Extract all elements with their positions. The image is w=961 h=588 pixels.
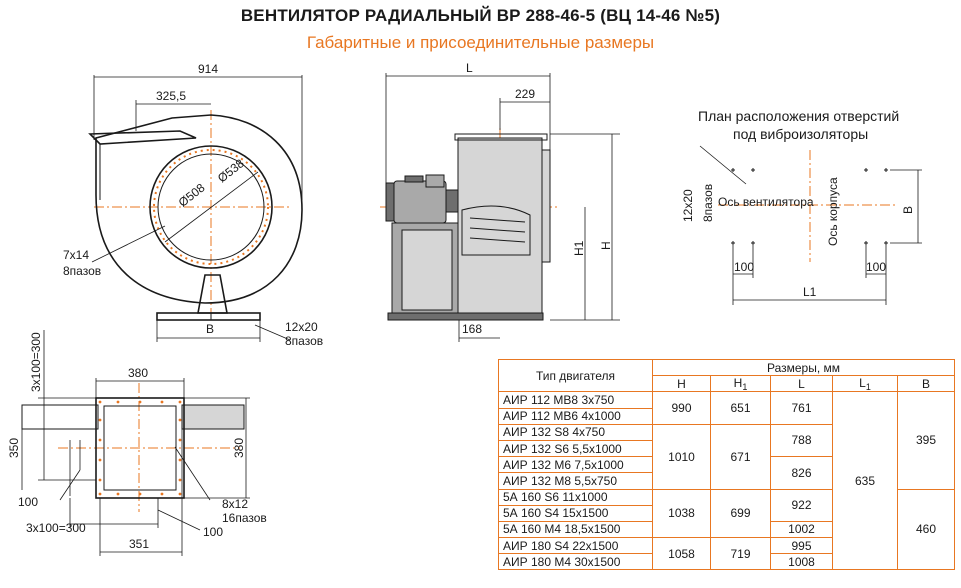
base-slots-size: 12x20 [285, 320, 318, 334]
l-cell: 922 [770, 488, 833, 522]
motor-cell: АИР 132 М8 5,5х750 [498, 472, 653, 490]
b-cell: 395 [897, 391, 955, 490]
flange-dim-351: 351 [129, 537, 149, 551]
l-cell: 995 [770, 537, 833, 555]
motor-cell: АИР 180 М4 30х1500 [498, 553, 653, 571]
l-cell: 1008 [770, 553, 833, 571]
b-cell: 460 [897, 488, 955, 571]
motor-cell: 5А 160 М4 18,5х1500 [498, 520, 653, 539]
h1-cell: 719 [710, 537, 771, 571]
flange-view: 380 3x100=300 350 380 100 3x100=300 8x12… [7, 330, 267, 556]
l-cell: 826 [770, 456, 833, 490]
motor-cell: 5А 160 S6 11х1000 [498, 488, 653, 506]
slots-count: 8пазов [63, 264, 101, 278]
l-cell: 761 [770, 391, 833, 425]
h1-cell: 651 [710, 391, 771, 425]
motor-cell: АИР 112 МВ8 3х750 [498, 391, 653, 409]
l-cell: 1002 [770, 520, 833, 539]
col-header-l: L [770, 375, 833, 393]
plan-view: План расположения отверстий под виброизо… [681, 108, 922, 305]
h-cell: 1038 [652, 488, 711, 539]
h1-cell: 671 [710, 423, 771, 490]
col-header-group: Размеры, мм [652, 358, 955, 377]
motor-cell: АИР 180 S4 22х1500 [498, 537, 653, 555]
col-header-b: B [897, 375, 955, 393]
plan-holes-count: 8пазов [701, 184, 715, 222]
plan-holes-size: 12x20 [681, 189, 695, 222]
dim-width: 914 [198, 62, 218, 76]
dim-l-side: L [466, 61, 473, 75]
motor-cell: 5А 160 S4 15х1500 [498, 504, 653, 522]
plan-dim-l1: L1 [803, 285, 817, 299]
flange-dim-bottom-pitch: 3x100=300 [26, 521, 86, 535]
dim-h1: H1 [572, 240, 586, 256]
plan-title-2: под виброизоляторы [733, 126, 868, 142]
front-view: 914 325,5 Ø508 Ø538 7x14 8пазов B 12x20 … [63, 62, 323, 348]
fan-axis-label: Ось вентилятора [718, 195, 814, 209]
drawing-title: ВЕНТИЛЯТОР РАДИАЛЬНЫЙ ВР 288-46-5 (ВЦ 14… [240, 6, 721, 25]
dim-229: 229 [515, 87, 535, 101]
flange-holes-size: 8x12 [222, 497, 248, 511]
dim-half: 325,5 [156, 89, 186, 103]
h-cell: 1010 [652, 423, 711, 490]
flange-dim-100-bottom: 100 [203, 525, 223, 539]
slots-size: 7x14 [63, 248, 89, 262]
dim-h: H [599, 241, 613, 250]
body-axis-label: Ось корпуса [826, 177, 840, 246]
h-cell: 1058 [652, 537, 711, 571]
motor-cell: АИР 132 S8 4х750 [498, 423, 653, 441]
plan-title-1: План расположения отверстий [698, 108, 899, 124]
flange-dim-100-left: 100 [18, 495, 38, 509]
col-header-motor: Тип двигателя [498, 358, 653, 393]
plan-dim-b: B [901, 206, 915, 214]
dim-d508: Ø508 [176, 180, 208, 209]
motor-cell: АИР 112 МВ6 4х1000 [498, 407, 653, 425]
base-slots-count: 8пазов [285, 334, 323, 348]
dim-168: 168 [462, 322, 482, 336]
h-cell: 990 [652, 391, 711, 425]
l1-cell: 635 [832, 391, 898, 571]
flange-dim-350: 350 [7, 438, 21, 458]
dim-b-front: B [206, 322, 214, 336]
col-header-h1: H1 [710, 375, 771, 393]
h1-cell: 699 [710, 488, 771, 539]
plan-dim-100-left: 100 [734, 260, 754, 274]
col-header-h: H [652, 375, 711, 393]
plan-dim-100-right: 100 [866, 260, 886, 274]
flange-dim-top: 380 [128, 366, 148, 380]
motor-cell: АИР 132 S6 5,5х1000 [498, 439, 653, 458]
flange-holes-count: 16пазов [222, 511, 267, 525]
dimensions-table: Тип двигателя Размеры, мм H H1 L L1 B АИ… [498, 358, 955, 571]
flange-dim-right: 380 [232, 438, 246, 458]
side-view: L 229 H1 H 168 [380, 61, 620, 342]
l-cell: 788 [770, 423, 833, 458]
col-header-l1: L1 [832, 375, 898, 393]
flange-dim-left-pitch: 3x100=300 [29, 332, 43, 392]
drawing-subtitle: Габаритные и присоединительные размеры [306, 33, 655, 52]
motor-cell: АИР 132 М6 7,5х1000 [498, 456, 653, 474]
